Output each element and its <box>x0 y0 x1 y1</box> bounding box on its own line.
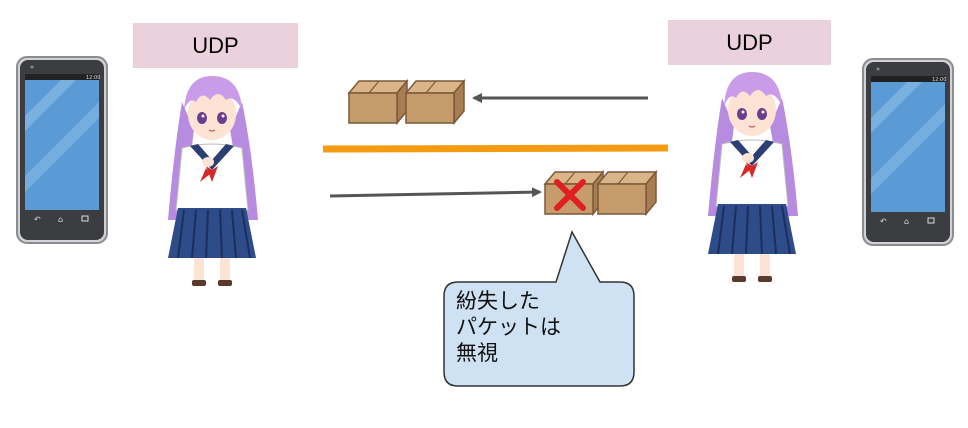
svg-text:12:00: 12:00 <box>86 75 100 81</box>
svg-text:⌂: ⌂ <box>58 215 63 224</box>
right-phone-icon: 12:00 ↶ ⌂ <box>862 58 954 246</box>
callout-text: 紛失した パケットは 無視 <box>456 288 628 366</box>
send-arrow <box>329 187 542 198</box>
callout-bubble <box>443 230 635 387</box>
right-udp-label: UDP <box>668 20 831 65</box>
left-udp-label: UDP <box>133 23 298 68</box>
callout-line-2: パケットは <box>456 315 561 339</box>
left-student-character-icon <box>168 76 258 286</box>
svg-text:12:00: 12:00 <box>932 77 946 83</box>
svg-text:↶: ↶ <box>879 217 887 226</box>
packet-box-top-2 <box>405 80 465 124</box>
lost-x-icon <box>554 179 586 211</box>
packet-box-bottom-2 <box>597 171 657 215</box>
svg-text:↶: ↶ <box>33 215 41 224</box>
svg-text:⌂: ⌂ <box>904 217 909 226</box>
left-phone-icon: 12:00 ↶ ⌂ <box>16 56 108 244</box>
callout-line-1: 紛失した <box>456 289 540 313</box>
callout-line-3: 無視 <box>456 341 498 365</box>
right-student-character-icon <box>708 72 798 282</box>
packet-box-top-1 <box>348 80 408 124</box>
network-line <box>322 144 669 153</box>
